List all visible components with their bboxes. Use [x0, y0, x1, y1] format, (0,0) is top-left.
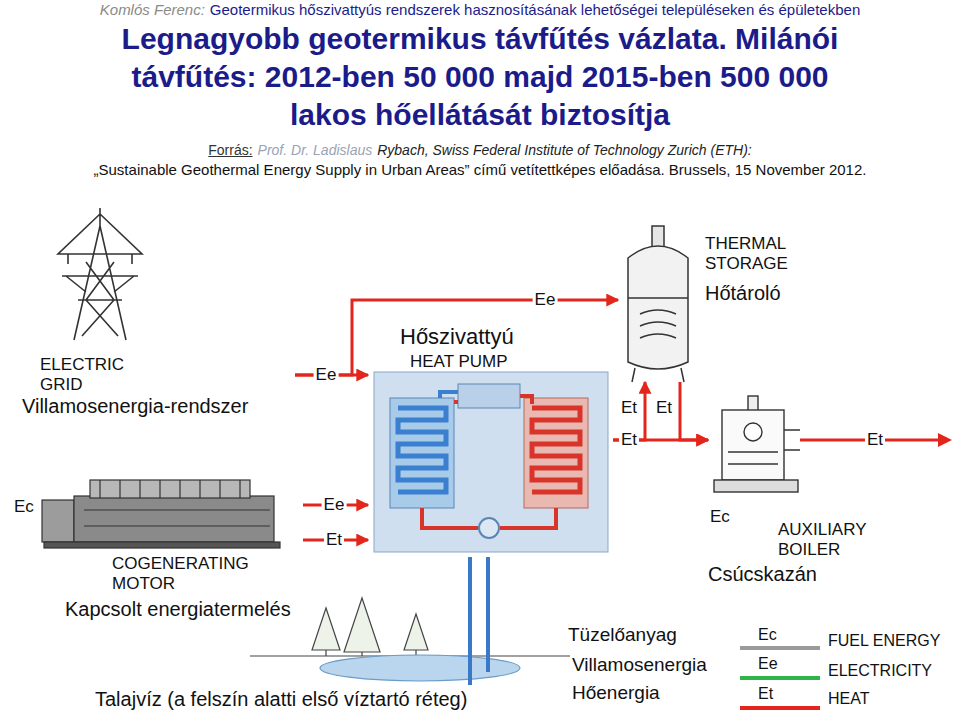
- header-text: Rybach, Swiss Federal Institute of Techn…: [377, 142, 752, 158]
- component-name: Talajvíz (a felszín alatti első víztartó…: [95, 688, 467, 711]
- flow-label: Et: [619, 399, 639, 418]
- energy-flow: [295, 300, 618, 375]
- energy-code: Ee: [758, 655, 778, 673]
- header-text: Geotermikus hőszivattyús rendszerek hasz…: [210, 1, 860, 18]
- storage-tank: [628, 297, 688, 299]
- text-line: Forrás: Prof. Dr. LadislausRybach, Swiss …: [0, 142, 960, 158]
- cogeneration-engine: [42, 500, 74, 542]
- heat-pump-picture: [524, 398, 588, 508]
- component-name: Hőszivattyú: [400, 324, 514, 349]
- component-subtitle: Villamosenergia-rendszer: [22, 395, 248, 418]
- component-name: AUXILIARY BOILER: [778, 520, 871, 559]
- flow-label: Ee: [322, 496, 347, 515]
- energy-code: Et: [865, 431, 885, 450]
- header-text: Komlós Ferenc:: [100, 1, 205, 18]
- flow-label: Ee: [533, 291, 558, 310]
- cogeneration-engine: [84, 480, 270, 526]
- heat-pump-picture: [374, 372, 608, 552]
- header-text: Prof. Dr. Ladislaus: [258, 142, 373, 158]
- auxiliary-boiler: [728, 430, 800, 464]
- legend-text: ELECTRICITY: [828, 662, 932, 680]
- energy-code: Et: [758, 685, 773, 703]
- flow-label: Ee: [314, 366, 339, 385]
- thermal-storage: THERMAL STORAGE Hőtároló: [618, 222, 812, 382]
- energy-code: Villamosenergia: [572, 654, 707, 676]
- header-text: Forrás:: [208, 142, 252, 158]
- diagram-title: Legnagyobb geotermikus távfűtés vázlata.…: [106, 20, 854, 134]
- ground-and-trees: [486, 557, 490, 672]
- auxiliary-boiler: [714, 480, 798, 492]
- storage-tank: [628, 226, 688, 382]
- text-line: „Sustainable Geothermal Energy Supply in…: [0, 161, 960, 178]
- water-pipe: [468, 557, 472, 685]
- auxiliary-boiler: [744, 423, 762, 441]
- heat-pump-picture: [390, 398, 454, 508]
- cogeneration-engine: [44, 542, 280, 548]
- flow-label: Et: [619, 431, 639, 450]
- header-text: „Sustainable Geothermal Energy Supply in…: [94, 161, 867, 178]
- legend-text: HEAT: [828, 690, 869, 708]
- boiler-outflow-wire: [938, 433, 952, 447]
- auxiliary-boiler: AUXILIARY BOILER Csúcskazán: [708, 395, 871, 590]
- energy-code: Tüzelőanyag: [568, 624, 677, 646]
- flow-label: Et: [654, 399, 674, 418]
- heat-pump-picture: [458, 384, 520, 408]
- legend-swatch: [740, 706, 820, 710]
- heat-pump-picture: [454, 396, 532, 404]
- storage-tank: [628, 246, 688, 369]
- heat-pump-picture: [440, 392, 458, 398]
- auxiliary-boiler: [722, 410, 784, 480]
- heat-pump-picture: [398, 408, 446, 492]
- storage-tank: [632, 310, 684, 382]
- power-pylon: [58, 208, 142, 340]
- electric-grid: ELECTRIC GRIDVillamosenergia-rendszer: [20, 205, 295, 423]
- groundwater: Talajvíz (a felszín alatti első víztartó…: [90, 685, 550, 715]
- cogenerating-motor: COGENERATING MOTOR Kapcsolt energiatermel…: [38, 470, 303, 630]
- text-line: Komlós Ferenc: Geotermikus hőszivattyús r…: [0, 1, 960, 18]
- component-subtitle: Hőtároló: [705, 282, 781, 305]
- legend-text: FUEL ENERGY: [828, 632, 940, 650]
- component-name: COGENERATING MOTOR: [112, 554, 262, 593]
- heat-pump-picture: [374, 372, 608, 552]
- energy-code: Ec: [14, 497, 34, 517]
- auxiliary-boiler: [714, 396, 800, 492]
- flow-label: Et: [324, 531, 344, 550]
- energy-code: Ec: [758, 626, 777, 644]
- energy-code: Hőenergia: [572, 682, 660, 704]
- component-subtitle: HEAT PUMP: [410, 352, 508, 372]
- heat-pump-picture: [479, 518, 499, 538]
- component-name: THERMAL STORAGE: [705, 234, 810, 273]
- component-subtitle: Csúcskazán: [708, 563, 817, 586]
- power-pylon: [58, 208, 142, 340]
- legend-swatch: [740, 676, 820, 680]
- legend-swatch: [740, 646, 820, 650]
- storage-tank: [652, 226, 664, 248]
- cogeneration-engine: [42, 480, 280, 548]
- ground-and-trees: [312, 598, 428, 652]
- energy-code: Ec: [710, 507, 730, 527]
- energy-flow: [680, 382, 708, 440]
- ground-and-trees: [250, 557, 570, 681]
- cogeneration-engine: [74, 496, 274, 542]
- cogeneration-engine: [90, 480, 250, 498]
- component-subtitle: Kapcsolt energiatermelés: [65, 598, 291, 621]
- heat-pump: HőszivattyúHEAT PUMP: [368, 322, 613, 557]
- heat-pump-picture: [532, 408, 580, 492]
- component-name: ELECTRIC GRID: [40, 355, 150, 394]
